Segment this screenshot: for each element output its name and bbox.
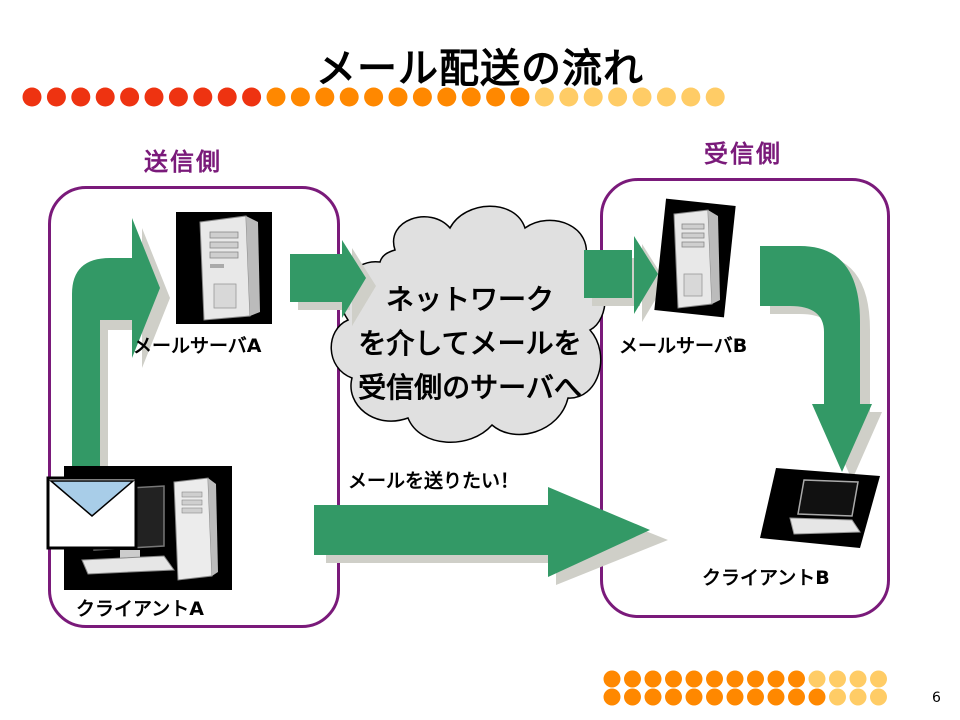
decorative-dot [583,87,603,107]
decorative-dot [168,87,188,107]
arrow-cloud-to-server-b-head [634,236,658,314]
decorative-dot [461,87,481,107]
decorative-dot [726,670,744,688]
decorative-dot [412,87,432,107]
decorative-dot [364,87,384,107]
server-a-label: メールサーバA [133,335,262,357]
decorative-dot [808,688,826,706]
decorative-dot [534,87,554,107]
intent-text: メールを送りたい！ [348,470,520,492]
decorative-dot [656,87,676,107]
decorative-dot [290,87,310,107]
arrow-server-b-to-client-b [760,246,872,472]
decorative-dot [706,670,723,688]
decorative-dot [870,670,887,688]
client-b-label: クライアントB [702,567,830,589]
decorative-dot [788,688,805,706]
decorative-dot [665,670,682,688]
decorative-dot [706,688,723,706]
decorative-dot [705,87,725,107]
decorative-dot [829,688,846,706]
decorative-dot [193,87,213,107]
decorative-dot [829,670,846,688]
decorative-dot [788,670,805,688]
page-title: メール配送の流れ [316,46,644,92]
decorative-dot [747,670,764,688]
decorative-dot [870,688,887,706]
decorative-dot [665,688,682,706]
decorative-dot [747,688,764,706]
decorative-dot [46,87,66,107]
decorative-dot [603,670,621,688]
decorative-dot [726,688,744,706]
decorative-dot [644,688,662,706]
decorative-dot [608,87,628,107]
receiver-side-label: 受信側 [704,140,782,168]
decorative-dot [217,87,237,107]
server-tower-icon [176,212,272,324]
decorative-dot [624,688,641,706]
arrow-server-a-to-cloud-shaft [290,254,342,302]
arrow-server-a-to-cloud-head [342,240,366,318]
decorative-dot [71,87,91,107]
decorative-dot [437,87,457,107]
decorative-dot [95,87,115,107]
decorative-dot [144,87,164,107]
client-a-label: クライアントA [76,598,204,620]
network-line-2: を介してメールを [358,327,582,360]
arrow-client-a-to-server-a [72,218,160,480]
page-number: 6 [932,690,941,706]
decorative-dot [388,87,408,107]
decorative-dot [632,87,652,107]
arrow-intent-shaft [314,505,550,555]
decorative-dot [767,670,785,688]
arrow-intent-head [548,487,650,577]
sender-side-label: 送信側 [144,148,222,176]
decorative-dot [849,670,867,688]
decorative-dot [486,87,506,107]
arrow-cloud-to-server-b-shaft [584,250,632,298]
decorative-dot [315,87,335,107]
network-cloud-icon [330,205,606,444]
network-line-3: 受信側のサーバへ [358,371,582,404]
envelope-icon [46,476,138,550]
decorative-dot [685,670,703,688]
decorative-dot [681,87,701,107]
decorative-dot [510,87,530,107]
decorative-dot [685,688,703,706]
decorative-dot [559,87,579,107]
flow-arrows [72,218,872,577]
decorative-dot [339,87,359,107]
decorative-dot [624,670,641,688]
decorative-dot [767,688,785,706]
server-b-label: メールサーバB [619,335,748,357]
decorative-dot [603,688,621,706]
decorative-dot [120,87,140,107]
decorative-dot [242,87,262,107]
network-description: ネットワーク を介してメールを 受信側のサーバへ [336,278,604,410]
decorative-dot [644,670,662,688]
laptop-icon [760,468,880,548]
network-line-1: ネットワーク [385,283,554,316]
decorative-dot [266,87,286,107]
decorative-dot [849,688,867,706]
decorative-dot [22,87,42,107]
server-tower-icon [654,198,736,318]
decorative-dot [808,670,826,688]
